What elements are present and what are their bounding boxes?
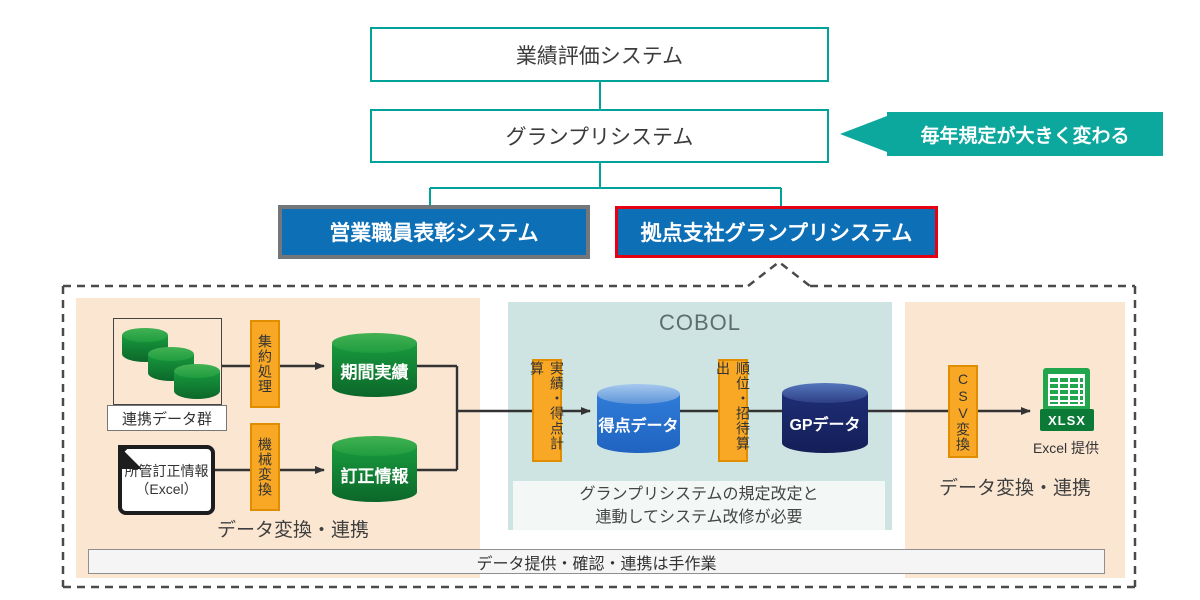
sales-award-system-label: 営業職員表彰システム (329, 222, 539, 245)
top-system-label: 業績評価システム (515, 44, 684, 68)
right-section-caption: データ変換・連携 (938, 478, 1091, 499)
spreadsheet-icon (1043, 368, 1090, 411)
cobol-note-box: グランプリシステムの規定改定と 連動してシステム改修が必要 (513, 481, 885, 530)
source-data-group-label: 連携データ群 (121, 410, 212, 428)
mid-system-label: グランプリシステム (505, 126, 694, 149)
excel-provide-caption: Excel 提供 (1032, 440, 1100, 456)
right-data-panel (905, 302, 1125, 578)
score-data-db-label: 得点データ (598, 417, 679, 435)
cobol-title: COBOL (658, 310, 742, 335)
source-data-group-frame (113, 318, 222, 405)
score-data-db-icon: 得点データ (597, 384, 680, 453)
manual-work-label: データ提供・確認・連携は手作業 (476, 555, 717, 573)
doc-title: 所管訂正情報 (124, 463, 209, 479)
cobol-note-line2: 連動してシステム改修が必要 (595, 508, 803, 526)
correction-info-db-label: 訂正情報 (340, 466, 409, 486)
branch-grandprix-system-label: 拠点支社グランプリシステム (640, 222, 913, 245)
gp-data-db-label: GPデータ (789, 417, 861, 434)
period-results-db-label: 期間実績 (340, 362, 409, 382)
mid-system-box: グランプリシステム (370, 109, 829, 163)
branch-grandprix-system-box: 拠点支社グランプリシステム (615, 206, 938, 258)
xlsx-badge: XLSX (1040, 409, 1094, 431)
callout-label: 毎年規定が大きく変わる (920, 125, 1130, 147)
excel-document-icon: 所管訂正情報 （Excel） (118, 445, 215, 515)
database-cylinder-icon (174, 364, 220, 399)
manual-work-bar: データ提供・確認・連携は手作業 (88, 549, 1105, 574)
annual-rule-change-callout: 毎年規定が大きく変わる (887, 112, 1163, 156)
document-fold-icon (118, 445, 142, 469)
hierarchy-connector-lines (429, 82, 782, 207)
callout-arrow-icon (840, 116, 887, 152)
dashed-boundary (61, 260, 1137, 589)
top-system-box: 業績評価システム (370, 27, 829, 82)
rank-invite-process-label: 順位・招待算出 (715, 359, 751, 462)
period-results-db-icon: 期間実績 (332, 333, 417, 397)
machine-convert-process-label: 機械変換 (250, 423, 280, 511)
gp-data-db-icon: GPデータ (782, 383, 868, 453)
source-data-group-label-box: 連携データ群 (107, 405, 227, 431)
score-calc-process-label: 実績・得点計算 (529, 359, 565, 462)
aggregate-process-label: 集約処理 (250, 320, 280, 408)
xlsx-file-icon: XLSX (1040, 368, 1094, 432)
correction-info-db-icon: 訂正情報 (332, 436, 417, 502)
left-section-caption: データ変換・連携 (216, 520, 369, 541)
csv-convert-process-label: CSV変換 (948, 365, 978, 458)
doc-subtitle: （Excel） (135, 481, 198, 497)
sales-award-system-box: 営業職員表彰システム (278, 205, 590, 259)
cobol-note-line1: グランプリシステムの規定改定と (579, 485, 819, 503)
